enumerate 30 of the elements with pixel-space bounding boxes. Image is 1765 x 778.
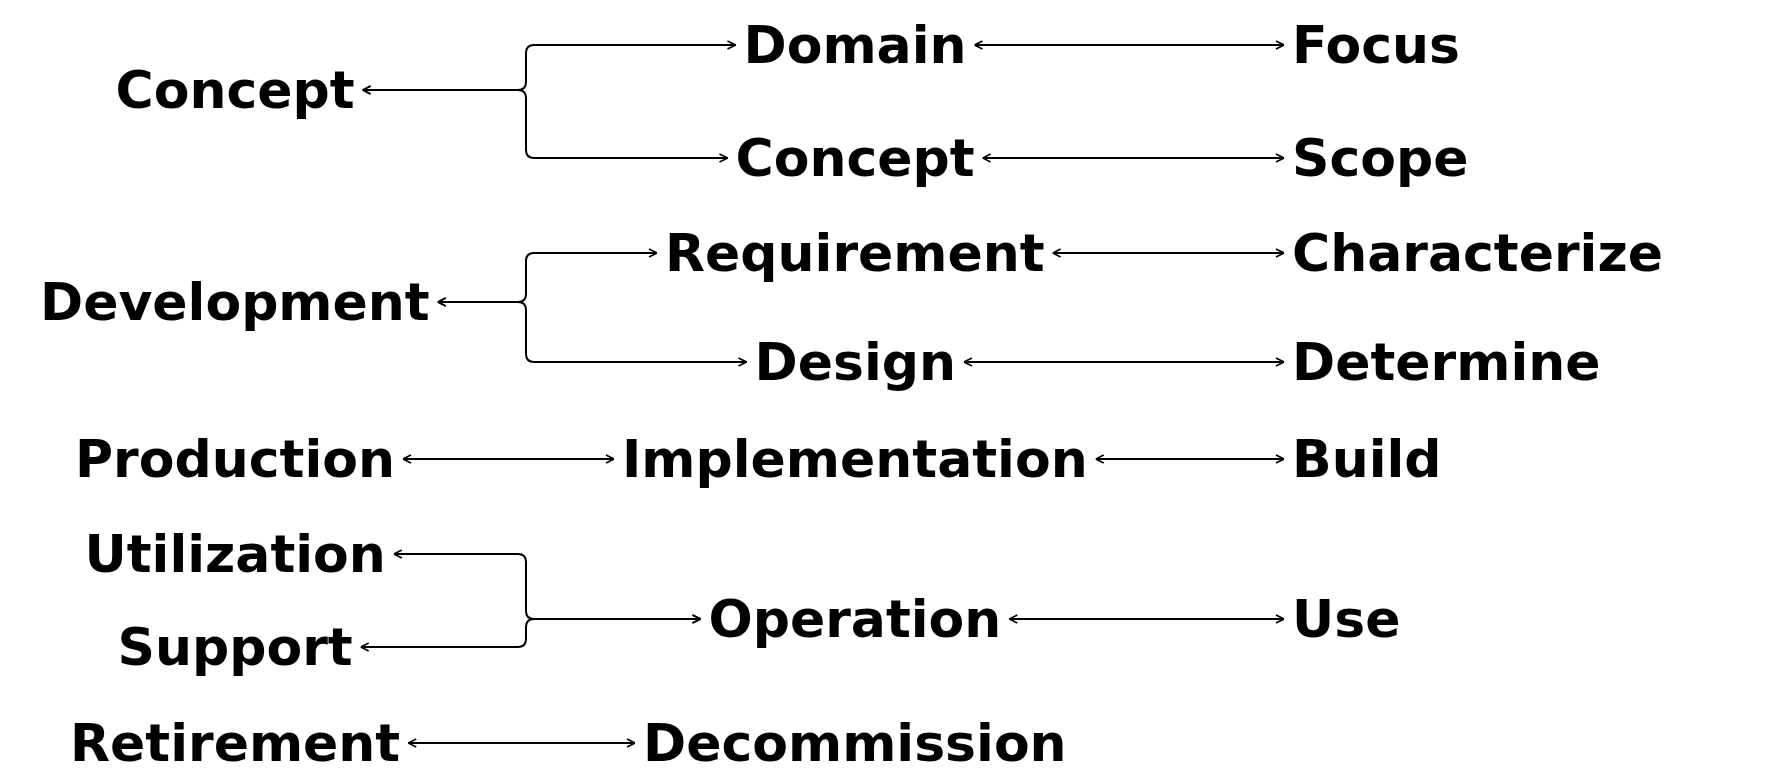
double-arrow	[973, 40, 1285, 50]
term-label: Implementation	[622, 429, 1088, 489]
term-label: Support	[117, 617, 353, 677]
double-arrow	[1008, 614, 1285, 624]
term-label: Concept	[735, 128, 975, 188]
term-label: Retirement	[70, 713, 401, 773]
double-arrow	[402, 454, 615, 464]
double-arrow	[359, 614, 702, 652]
double-arrow	[1051, 248, 1285, 258]
term-label: Operation	[708, 589, 1002, 649]
term-label: Utilization	[84, 524, 386, 584]
double-arrow	[361, 85, 729, 163]
term-label: Determine	[1292, 332, 1601, 392]
double-arrow	[962, 357, 1285, 367]
term-label: Use	[1292, 589, 1401, 649]
double-arrow	[407, 738, 636, 748]
term-label: Focus	[1292, 15, 1460, 75]
double-arrow	[981, 153, 1285, 163]
term-label: Concept	[115, 60, 355, 120]
double-arrow	[436, 297, 748, 367]
term-label: Production	[75, 429, 395, 489]
term-label: Scope	[1292, 128, 1469, 188]
term-label: Requirement	[665, 223, 1045, 283]
term-label: Build	[1292, 429, 1442, 489]
term-label: Decommission	[643, 713, 1067, 773]
term-label: Development	[40, 272, 430, 332]
term-label: Design	[754, 332, 956, 392]
double-arrow	[1094, 454, 1285, 464]
term-label: Characterize	[1292, 223, 1663, 283]
term-label: Domain	[743, 15, 967, 75]
